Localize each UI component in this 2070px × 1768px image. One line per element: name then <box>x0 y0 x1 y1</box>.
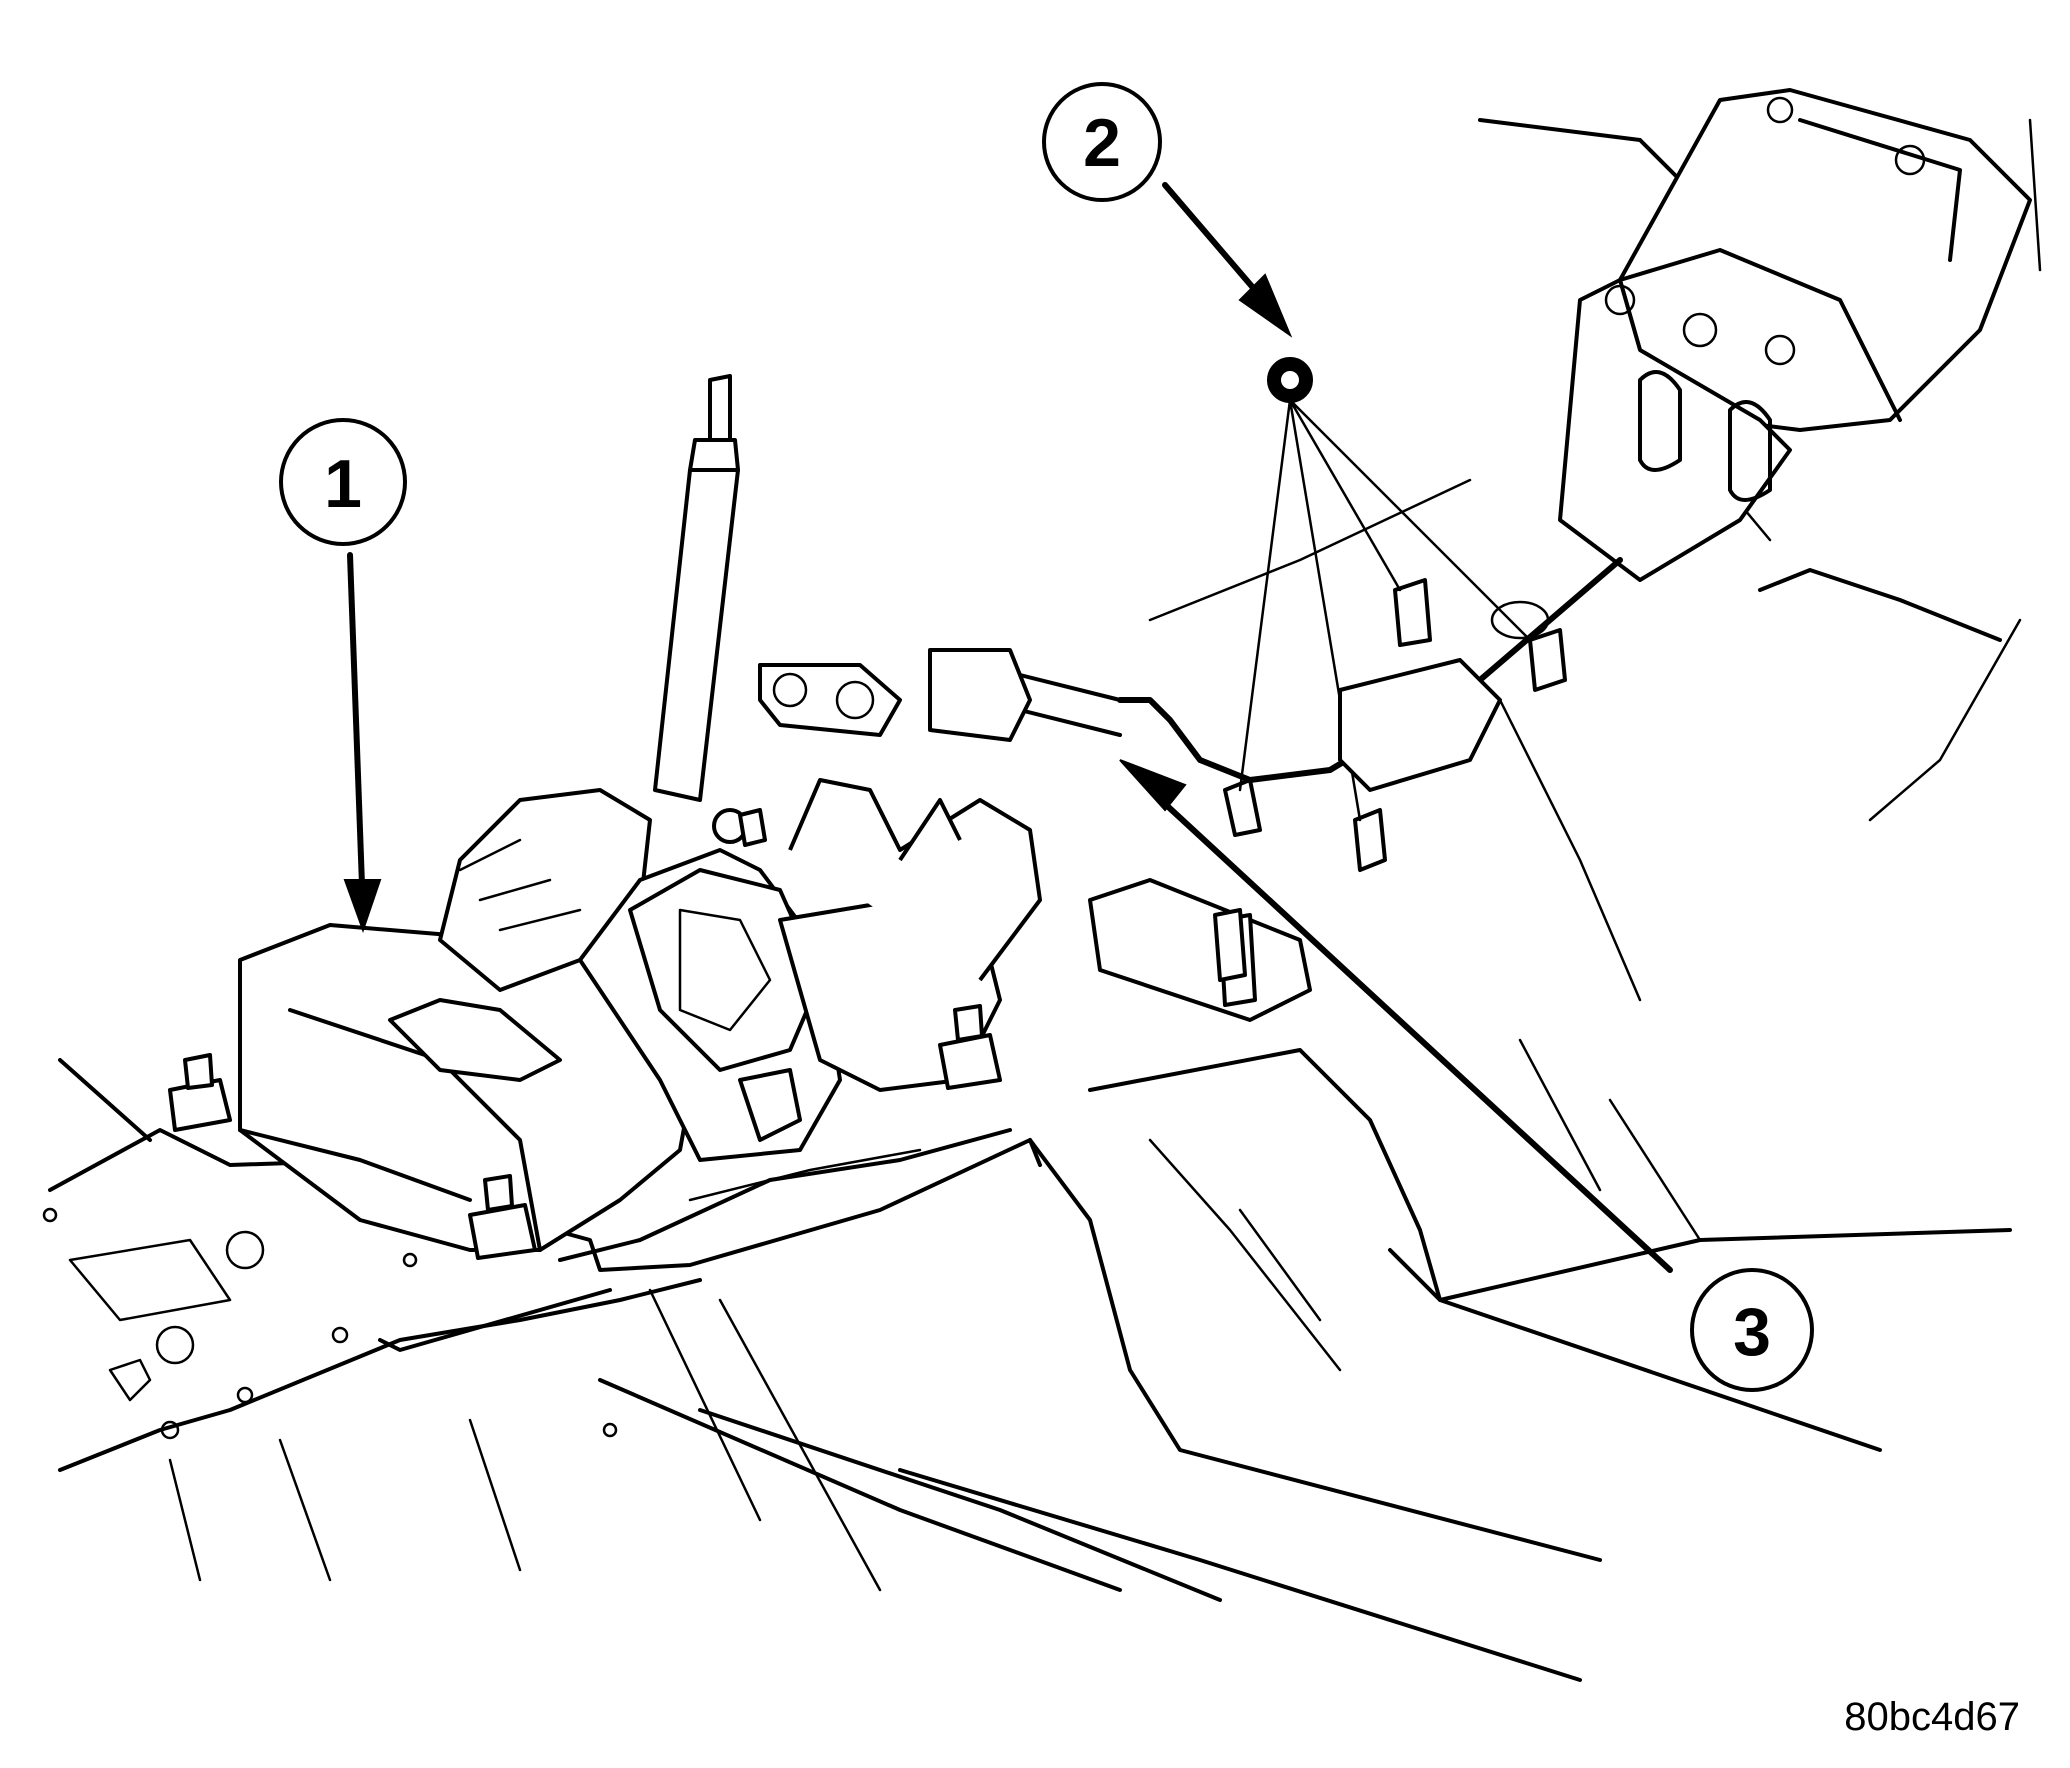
callout-2-label: 2 <box>1083 105 1121 181</box>
shift-cable <box>758 478 1623 783</box>
callout-3: 3 <box>1690 1268 1814 1392</box>
mounting-bolts <box>1088 357 1567 1022</box>
figure-code: 80bc4d67 <box>1844 1695 2020 1739</box>
callout-3-circle <box>1690 1268 1814 1392</box>
callout-1: 1 <box>279 418 407 546</box>
callout-1-label: 1 <box>324 446 362 522</box>
floor-pan <box>42 118 2022 1682</box>
callout-2-circle <box>1042 82 1162 202</box>
shifter-housing <box>238 778 1042 1262</box>
leader-arrows <box>343 182 1673 1273</box>
callout-2: 2 <box>1042 82 1162 202</box>
callout-3-label: 3 <box>1733 1294 1771 1370</box>
shift-lever <box>653 374 767 847</box>
callout-1-circle <box>279 418 407 546</box>
mounting-bracket <box>1558 88 2042 582</box>
housing-nuts <box>168 908 1247 1260</box>
